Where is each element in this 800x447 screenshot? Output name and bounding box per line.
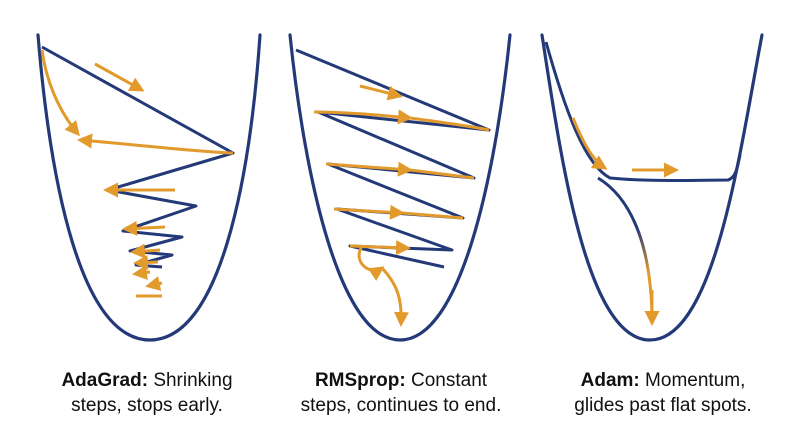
rmsprop-step-5 (409, 168, 475, 180)
adagrad-panel (36, 33, 262, 342)
adam-panel (540, 33, 764, 342)
adagrad-steps (40, 49, 234, 298)
adagrad-step-9 (145, 276, 163, 291)
adam-caption-line1: Momentum, (645, 370, 746, 391)
adagrad-name: AdaGrad: (61, 370, 149, 391)
adagrad-step-3 (77, 133, 234, 155)
rmsprop-caption: RMSprop: Constant steps, continues to en… (276, 368, 526, 418)
rmsprop-steps (313, 84, 490, 327)
adagrad-step-8 (132, 264, 151, 280)
rmsprop-step-2 (313, 109, 413, 125)
rmsprop-step-9 (357, 245, 385, 281)
rmsprop-step-7 (401, 211, 464, 220)
rmsprop-caption-line2: steps, continues to end. (300, 395, 502, 416)
rmsprop-name: RMSprop: (314, 370, 406, 391)
adagrad-step-1 (40, 49, 80, 137)
rmsprop-bowl (288, 33, 512, 342)
rmsprop-step-10 (380, 266, 409, 327)
adagrad-bowl (36, 33, 262, 342)
adagrad-zigzag (41, 45, 235, 269)
adagrad-step-5 (122, 220, 166, 236)
adagrad-caption-line2: steps, stops early. (71, 395, 223, 416)
adagrad-step-7 (133, 254, 159, 270)
adam-descent-curve (597, 176, 654, 324)
adagrad-step-6 (130, 243, 161, 259)
adam-flat-path (544, 41, 742, 182)
rmsprop-step-6 (333, 204, 405, 220)
adam-caption: Adam: Momentum, glides past flat spots. (538, 368, 788, 418)
adagrad-caption: AdaGrad: Shrinking steps, stops early. (22, 368, 272, 418)
rmsprop-caption-line1: Constant (411, 370, 488, 391)
adam-steps (571, 117, 679, 326)
adam-step-1 (571, 117, 608, 170)
rmsprop-step-1 (359, 84, 403, 101)
rmsprop-step-4 (325, 161, 413, 177)
rmsprop-panel (288, 33, 512, 342)
rmsprop-step-8 (349, 240, 411, 256)
adam-name: Adam: (580, 370, 640, 391)
adam-caption-line2: glides past flat spots. (574, 395, 752, 416)
adagrad-caption-line1: Shrinking (153, 370, 233, 391)
rmsprop-step-3 (409, 116, 490, 132)
adagrad-step-2 (94, 62, 145, 92)
